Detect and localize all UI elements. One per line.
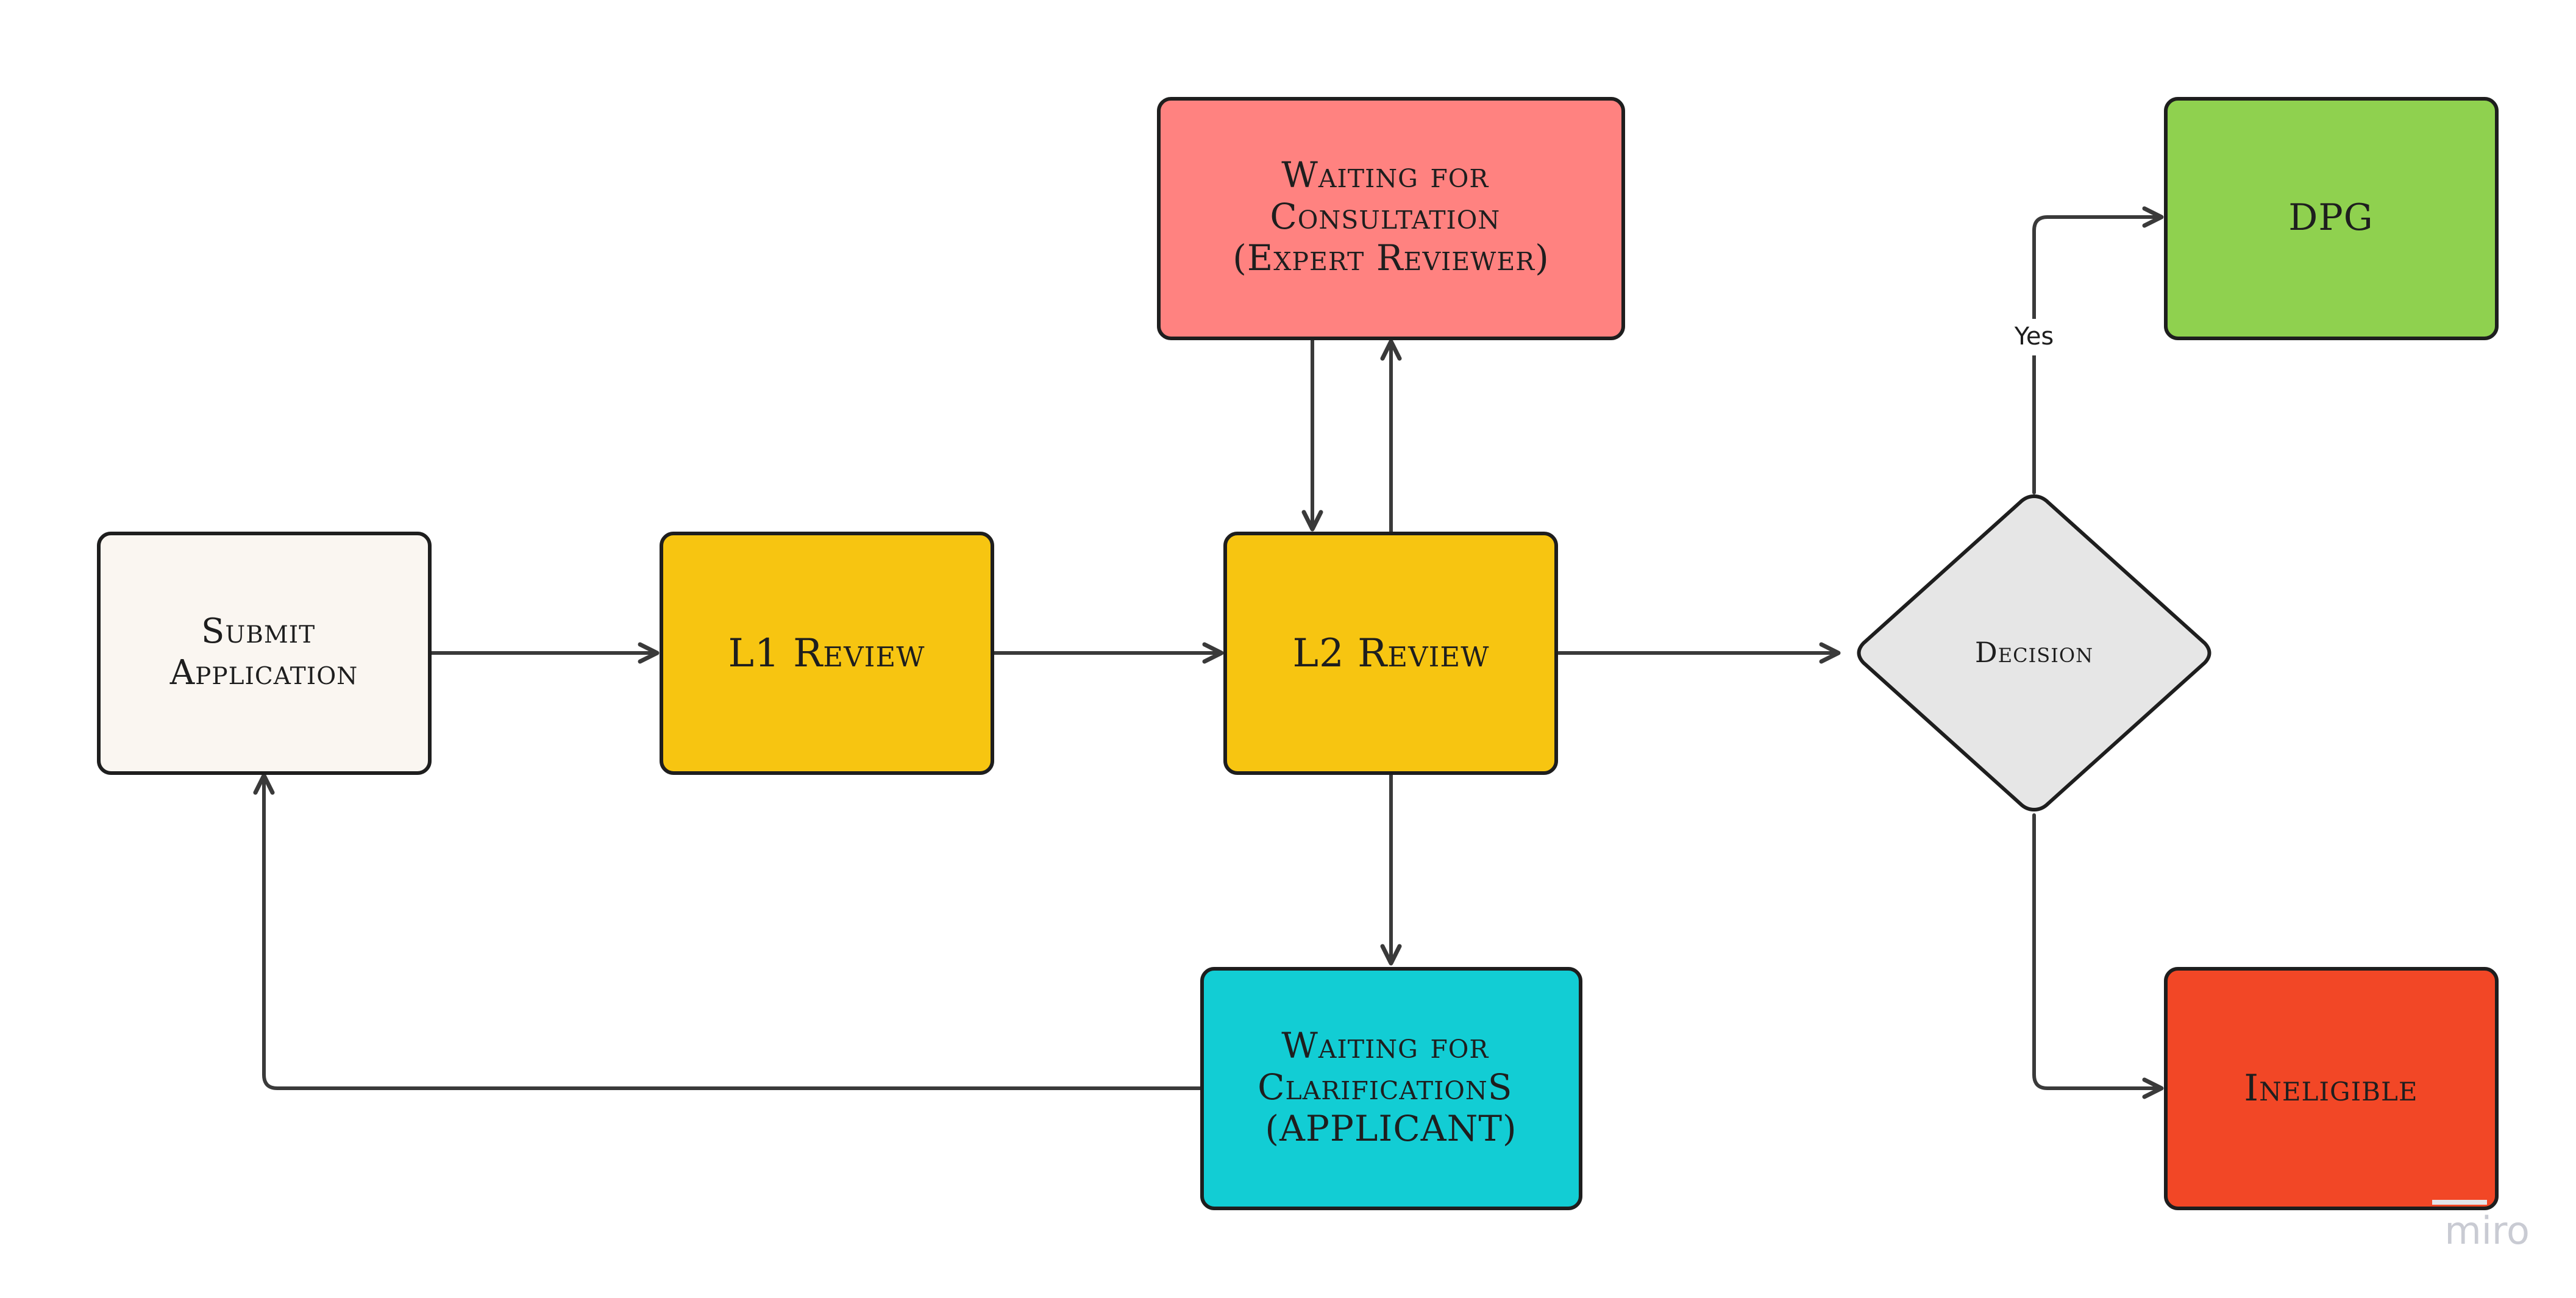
node-label: ClarificationS	[1258, 1066, 1512, 1108]
yes-label: Yes	[2014, 323, 2054, 351]
miro-watermark: miro	[2432, 1200, 2530, 1253]
svg-text:Submit Application: Submit Application	[169, 612, 358, 693]
edge-decision-to-dpg-yes	[2032, 206, 2164, 494]
svg-text:L1 Review: L1 Review	[728, 631, 925, 676]
yes-label-bg	[2005, 319, 2064, 355]
watermark-bar	[2432, 1200, 2487, 1205]
node-label: Ineligible	[2244, 1067, 2418, 1110]
node-box	[1200, 967, 1582, 1210]
svg-text:DPG: DPG	[2288, 196, 2373, 239]
svg-text:Decision: Decision	[1975, 636, 2093, 669]
svg-text:L2 Review: L2 Review	[1293, 631, 1490, 676]
svg-text:Waiting for Clarificatio: Waiting for ClarificationS (APPLICANT)	[1258, 1025, 1525, 1149]
node-l1-review[interactable]: L1 Review	[660, 532, 994, 775]
node-box	[660, 532, 994, 775]
node-submit-application[interactable]: Submit Application	[97, 532, 432, 775]
node-label: L2 Review	[1293, 631, 1490, 676]
node-waiting-for-consultation[interactable]: Waiting for Consultation (Expert Reviewe…	[1157, 97, 1625, 340]
node-label: L1 Review	[728, 631, 925, 676]
node-box	[2164, 97, 2499, 340]
svg-text:Waiting for Consultation: Waiting for Consultation (Expert Reviewe…	[1233, 154, 1550, 279]
node-waiting-for-clarifications[interactable]: Waiting for ClarificationS (APPLICANT)	[1200, 967, 1582, 1210]
node-label: Waiting for	[1281, 154, 1489, 196]
node-label: (APPLICANT)	[1265, 1108, 1517, 1149]
node-box	[2164, 967, 2499, 1210]
node-label: Application	[169, 653, 358, 693]
node-decision[interactable]: Decision	[1857, 494, 2211, 812]
edge-decision-to-ineligible	[2032, 813, 2164, 1099]
watermark-text: miro	[2444, 1208, 2530, 1253]
node-label: Submit	[201, 612, 315, 651]
edge-clarify-to-submit	[253, 773, 1203, 1090]
node-label: Consultation	[1270, 196, 1500, 237]
connectors	[253, 206, 2164, 1099]
node-dpg[interactable]: DPG	[2164, 97, 2499, 340]
node-box	[1157, 97, 1625, 340]
decision-diamond	[1857, 494, 2211, 812]
node-box	[1223, 532, 1558, 775]
node-box	[97, 532, 432, 775]
node-label: Decision	[1975, 636, 2093, 669]
node-ineligible[interactable]: Ineligible	[2164, 967, 2499, 1210]
node-label: Waiting for	[1281, 1025, 1489, 1066]
node-label: DPG	[2288, 196, 2373, 239]
node-label: (Expert Reviewer)	[1233, 237, 1550, 279]
svg-text:Ineligible: Ineligible	[2244, 1067, 2418, 1110]
node-l2-review[interactable]: L2 Review	[1223, 532, 1558, 775]
